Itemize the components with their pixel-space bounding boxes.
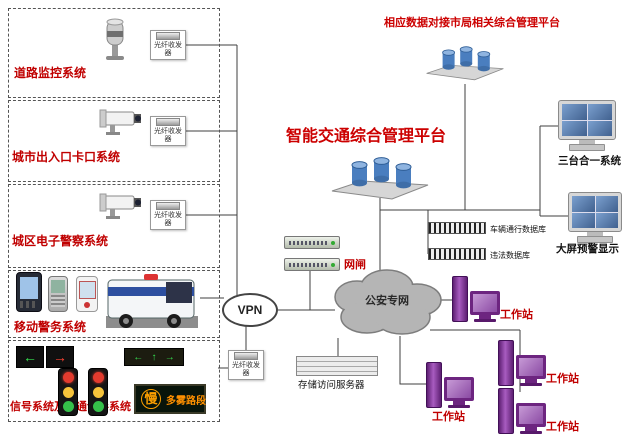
left-arrow-icon: ←	[23, 349, 37, 365]
pda-icon	[16, 272, 42, 312]
workstation-screen	[470, 291, 500, 315]
workstation-tower	[452, 276, 468, 322]
handheld-button	[84, 302, 90, 308]
checkpoint-group	[8, 100, 220, 182]
workstation-screen	[516, 403, 546, 427]
monitor-frame	[558, 100, 616, 140]
road-monitoring-label: 道路监控系统	[14, 66, 87, 80]
workstation-tower	[426, 362, 442, 408]
workstation-label: 工作站	[432, 411, 465, 423]
yellow-lamp	[62, 386, 74, 398]
platform-server-icon	[331, 157, 429, 200]
workstation-screen	[444, 377, 474, 401]
lane-up-arrow-icon: ↑	[151, 351, 157, 363]
big-screen-monitor-icon	[568, 192, 622, 243]
transceiver-label: 光纤收发器	[154, 42, 182, 57]
switch-icon	[284, 258, 340, 271]
signal-system-group	[8, 340, 220, 422]
transceiver-chip	[156, 32, 180, 41]
fiber-transceiver-icon: 光纤收发器	[228, 350, 264, 380]
network-gateway-label: 网闸	[344, 259, 366, 271]
transceiver-label: 光纤收发器	[154, 128, 182, 143]
phone-icon	[48, 276, 68, 312]
led-fog-text: 多雾路段	[166, 395, 206, 407]
city-bureau-note: 相应数据对接市局相关综合管理平台	[384, 17, 560, 29]
led-guidance-sign: 慢 多雾路段	[134, 384, 206, 414]
workstation-label: 工作站	[546, 373, 579, 385]
three-in-one-label: 三台合一系统	[558, 155, 621, 167]
red-lamp	[92, 372, 104, 384]
violation-database-icon	[428, 248, 486, 260]
switch-icon	[284, 236, 340, 249]
green-arrow-signal-icon: ←	[16, 346, 44, 368]
e-police-label: 城区电子警察系统	[12, 234, 109, 248]
red-arrow-signal-icon: →	[46, 346, 74, 368]
three-in-one-monitor-icon	[558, 100, 616, 151]
fiber-transceiver-icon: 光纤收发器	[150, 30, 186, 60]
vpn-label: VPN	[237, 303, 263, 317]
green-lamp	[92, 400, 104, 412]
phone-screen	[51, 280, 65, 293]
right-arrow-icon: →	[53, 349, 67, 365]
workstation-label: 工作站	[546, 421, 579, 433]
mobile-police-label: 移动警务系统	[14, 320, 87, 334]
storage-server-icon	[296, 356, 378, 376]
monitor-screen	[562, 104, 612, 136]
transceiver-chip	[156, 202, 180, 211]
workstation-tower	[498, 388, 514, 434]
workstation-icon	[498, 386, 546, 434]
police-bus-image	[106, 274, 198, 328]
transceiver-label: 光纤收发器	[154, 212, 182, 227]
transceiver-chip	[156, 118, 180, 127]
workstation-icon	[426, 360, 474, 408]
traffic-light-icon	[88, 368, 108, 416]
transceiver-label: 光纤收发器	[232, 362, 260, 377]
cloud-shape	[334, 269, 442, 335]
switch-led	[331, 262, 335, 267]
switch-led	[331, 240, 335, 245]
workstation-icon	[498, 338, 546, 386]
phone-keys	[51, 295, 65, 307]
lane-right-arrow-icon: →	[164, 351, 175, 363]
checkpoint-label: 城市出入口卡口系统	[12, 150, 121, 164]
workstation-tower	[498, 340, 514, 386]
platform-title: 智能交通综合管理平台	[286, 128, 447, 145]
switch-ports	[289, 240, 328, 245]
lane-signal-icon: ← ↑ →	[124, 348, 184, 366]
pda-screen	[20, 277, 38, 299]
police-network-label: 公安专网	[365, 295, 409, 307]
green-lamp	[62, 400, 74, 412]
dome-camera-icon	[106, 18, 124, 60]
handheld-terminal-icon	[76, 276, 98, 312]
yellow-lamp	[92, 386, 104, 398]
road-monitoring-group	[8, 8, 220, 98]
vehicle-database-icon	[428, 222, 486, 234]
mobile-police-group	[8, 270, 220, 338]
traffic-light-icon	[58, 368, 78, 416]
vpn-node: VPN	[222, 293, 278, 327]
e-police-group	[8, 184, 220, 268]
workstation-label: 工作站	[500, 309, 533, 321]
fiber-transceiver-icon: 光纤收发器	[150, 116, 186, 146]
monitor-frame	[568, 192, 622, 232]
box-camera-icon	[99, 109, 141, 135]
workstation-icon	[452, 274, 500, 322]
city-bureau-server-icon	[426, 46, 504, 81]
violation-database-label: 违法数据库	[490, 251, 530, 260]
handheld-screen	[78, 281, 96, 299]
switch-ports	[289, 262, 328, 267]
vehicle-database-label: 车辆通行数据库	[490, 225, 546, 234]
led-slow-text: 慢	[141, 389, 161, 409]
lane-left-arrow-icon: ←	[133, 351, 144, 363]
transceiver-chip	[234, 352, 258, 361]
fiber-transceiver-icon: 光纤收发器	[150, 200, 186, 230]
workstation-screen	[516, 355, 546, 379]
monitor-screen	[572, 196, 618, 228]
storage-server-label: 存储访问服务器	[298, 380, 365, 391]
pda-keys	[20, 301, 38, 308]
big-screen-label: 大屏预警显示	[556, 243, 619, 255]
box-camera-icon	[99, 193, 141, 219]
red-lamp	[62, 372, 74, 384]
